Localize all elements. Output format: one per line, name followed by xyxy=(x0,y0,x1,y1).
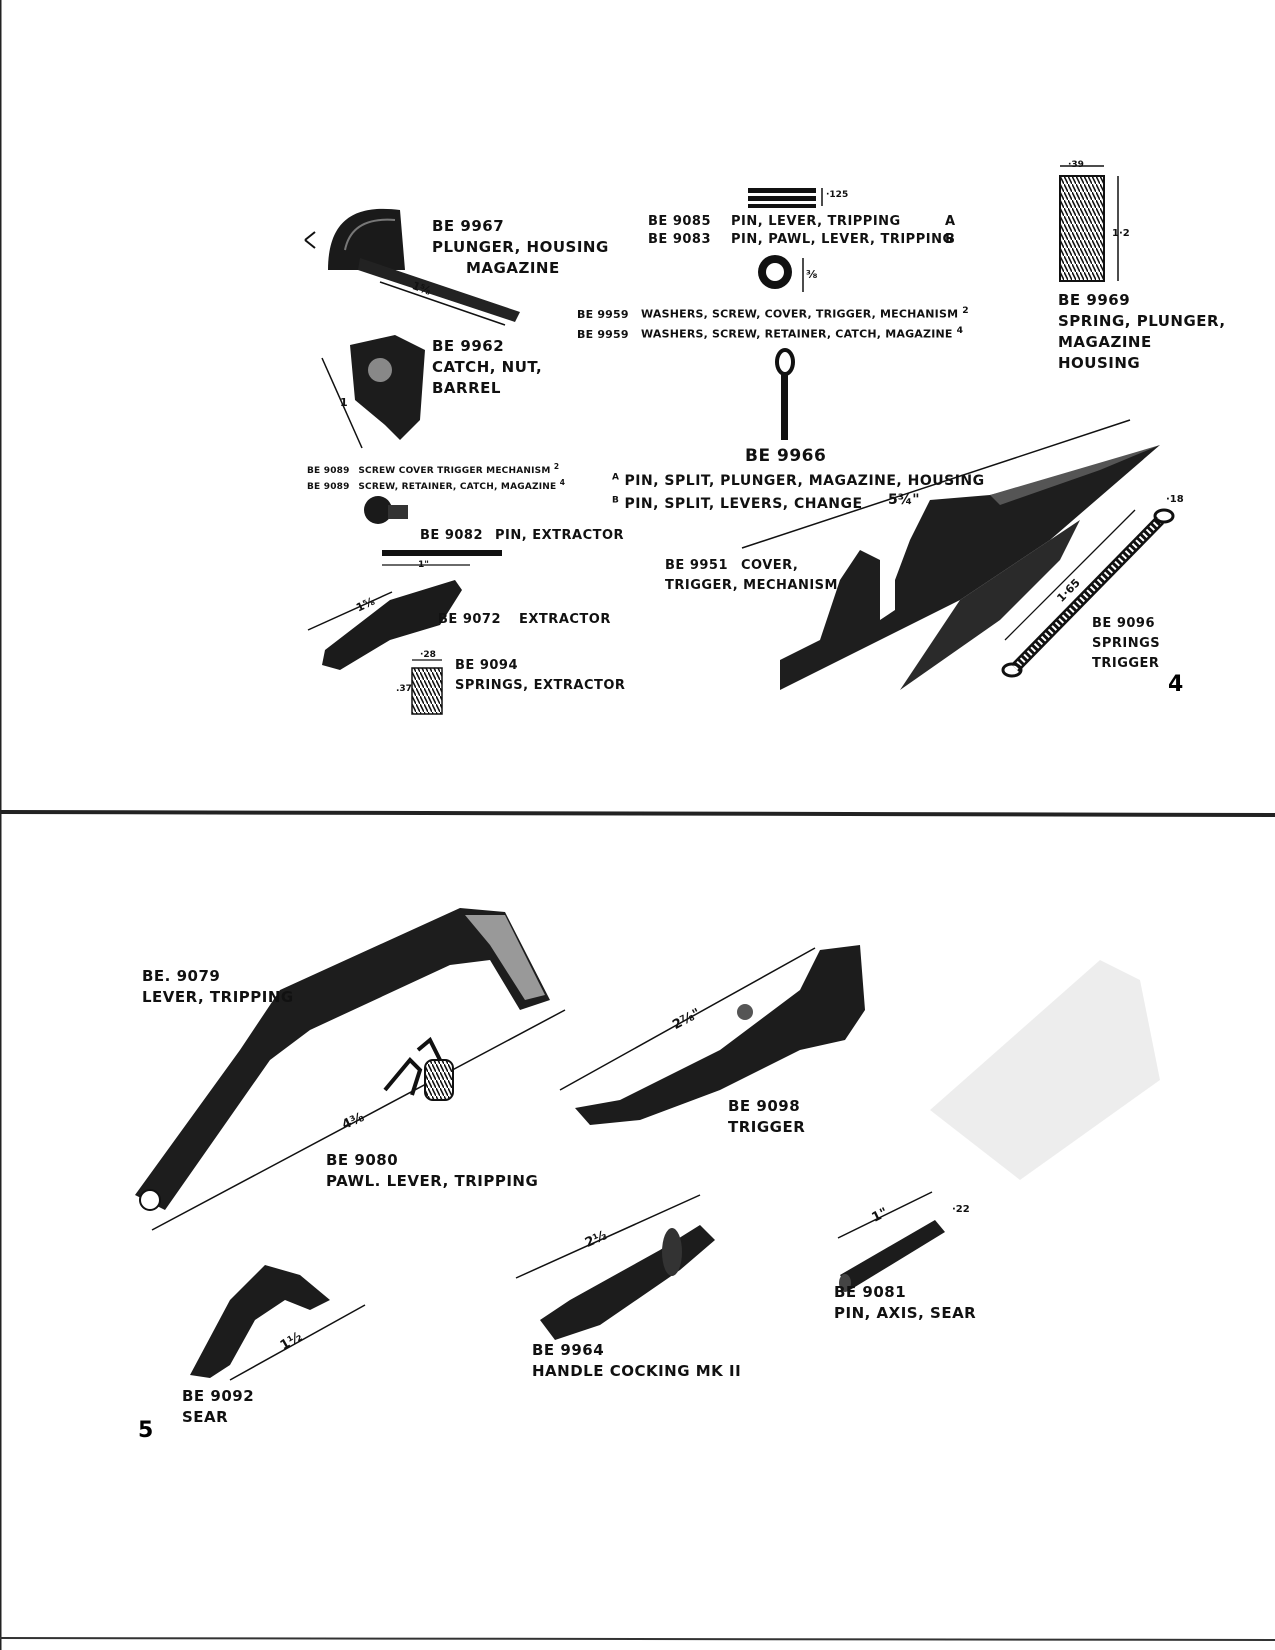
pawl-lever-illustration xyxy=(383,1036,454,1101)
extractor-illustration xyxy=(307,580,462,670)
split-pin-illustration xyxy=(775,348,795,440)
plunger-housing-illustration xyxy=(304,208,520,326)
catch-nut-illustration xyxy=(321,335,425,449)
spring-extractor-illustration xyxy=(411,659,443,715)
screw-illustration xyxy=(364,496,408,524)
part-be9085: BE 9085 PIN, LEVER, TRIPPING xyxy=(648,214,901,229)
marker-a: A xyxy=(945,214,956,229)
dim-spring-plunger-len: 1·2 xyxy=(1112,228,1130,239)
part-be9096: BE 9096 SPRINGS TRIGGER xyxy=(1092,616,1161,671)
sear-illustration xyxy=(190,1265,366,1381)
dim-washer: ⅜ xyxy=(806,268,818,281)
dim-spring-extractor-dia: ·28 xyxy=(420,650,436,660)
part-be9966-code: BE 9966 xyxy=(745,446,827,466)
part-be9094: BE 9094 SPRINGS, EXTRACTOR xyxy=(455,658,626,693)
dim-spring-extractor-len: .37 xyxy=(396,684,412,694)
part-be9079: BE. 9079 LEVER, TRIPPING xyxy=(142,967,294,1006)
bleed-through-image xyxy=(930,960,1160,1180)
part-be9959-b: BE 9959 WASHERS, SCREW, RETAINER, CATCH,… xyxy=(577,325,964,341)
part-be9962: BE 9962 CATCH, NUT, BARREL xyxy=(432,337,543,397)
part-be9081: BE 9081 PIN, AXIS, SEAR xyxy=(834,1283,977,1322)
handle-cocking-illustration xyxy=(515,1194,715,1340)
spring-plunger-illustration xyxy=(1059,165,1119,282)
part-be9959-a: BE 9959 WASHERS, SCREW, COVER, TRIGGER, … xyxy=(577,305,969,321)
dim-cover: 5¾" xyxy=(888,492,920,508)
part-be9080: BE 9080 PAWL. LEVER, TRIPPING xyxy=(326,1151,539,1190)
part-be9089-b: BE 9089 SCREW, RETAINER, CATCH, MAGAZINE… xyxy=(307,478,566,492)
part-be9969: BE 9969 SPRING, PLUNGER, MAGAZINE HOUSIN… xyxy=(1058,291,1226,372)
dim-spring-trigger-dia: ·18 xyxy=(1166,494,1184,505)
part-be9083: BE 9083 PIN, PAWL, LEVER, TRIPPING xyxy=(648,232,954,247)
trigger-illustration xyxy=(559,945,865,1125)
part-be9089-a: BE 9089 SCREW COVER TRIGGER MECHANISM 2 xyxy=(307,462,560,476)
lever-tripping-illustration xyxy=(135,908,566,1231)
cover-trigger-illustration xyxy=(741,419,1160,690)
page-number-top: 4 xyxy=(1168,672,1184,697)
dim-catch: 1 xyxy=(340,396,348,409)
washer-illustration xyxy=(758,255,804,292)
part-be9098: BE 9098 TRIGGER xyxy=(728,1097,806,1136)
dim-spring-plunger-dia: ·39 xyxy=(1068,160,1084,170)
page-divider xyxy=(0,810,1275,817)
bottom-edge xyxy=(0,1637,1275,1641)
part-be9082: BE 9082 PIN, EXTRACTOR xyxy=(420,528,625,543)
page-number-bottom: 5 xyxy=(138,1418,154,1443)
dim-pin-lever: ·125 xyxy=(826,190,849,200)
pin-lever-illustration xyxy=(748,188,823,208)
part-be9092: BE 9092 SEAR xyxy=(182,1387,255,1426)
part-be9967: BE 9967 PLUNGER, HOUSING MAGAZINE xyxy=(432,217,609,277)
marker-b: B xyxy=(945,232,956,247)
part-be9966-desc: A PIN, SPLIT, PLUNGER, MAGAZINE, HOUSING… xyxy=(612,472,985,512)
spring-trigger-illustration xyxy=(1001,508,1175,678)
dim-extractor-pin: 1" xyxy=(418,560,429,570)
extractor-pin-illustration xyxy=(382,550,502,566)
part-be9964: BE 9964 HANDLE COCKING Mk II xyxy=(532,1341,742,1380)
pin-axis-illustration xyxy=(837,1191,945,1292)
part-be9072: BE 9072 EXTRACTOR xyxy=(438,612,611,627)
dim-axis-dia: ·22 xyxy=(952,1204,970,1215)
